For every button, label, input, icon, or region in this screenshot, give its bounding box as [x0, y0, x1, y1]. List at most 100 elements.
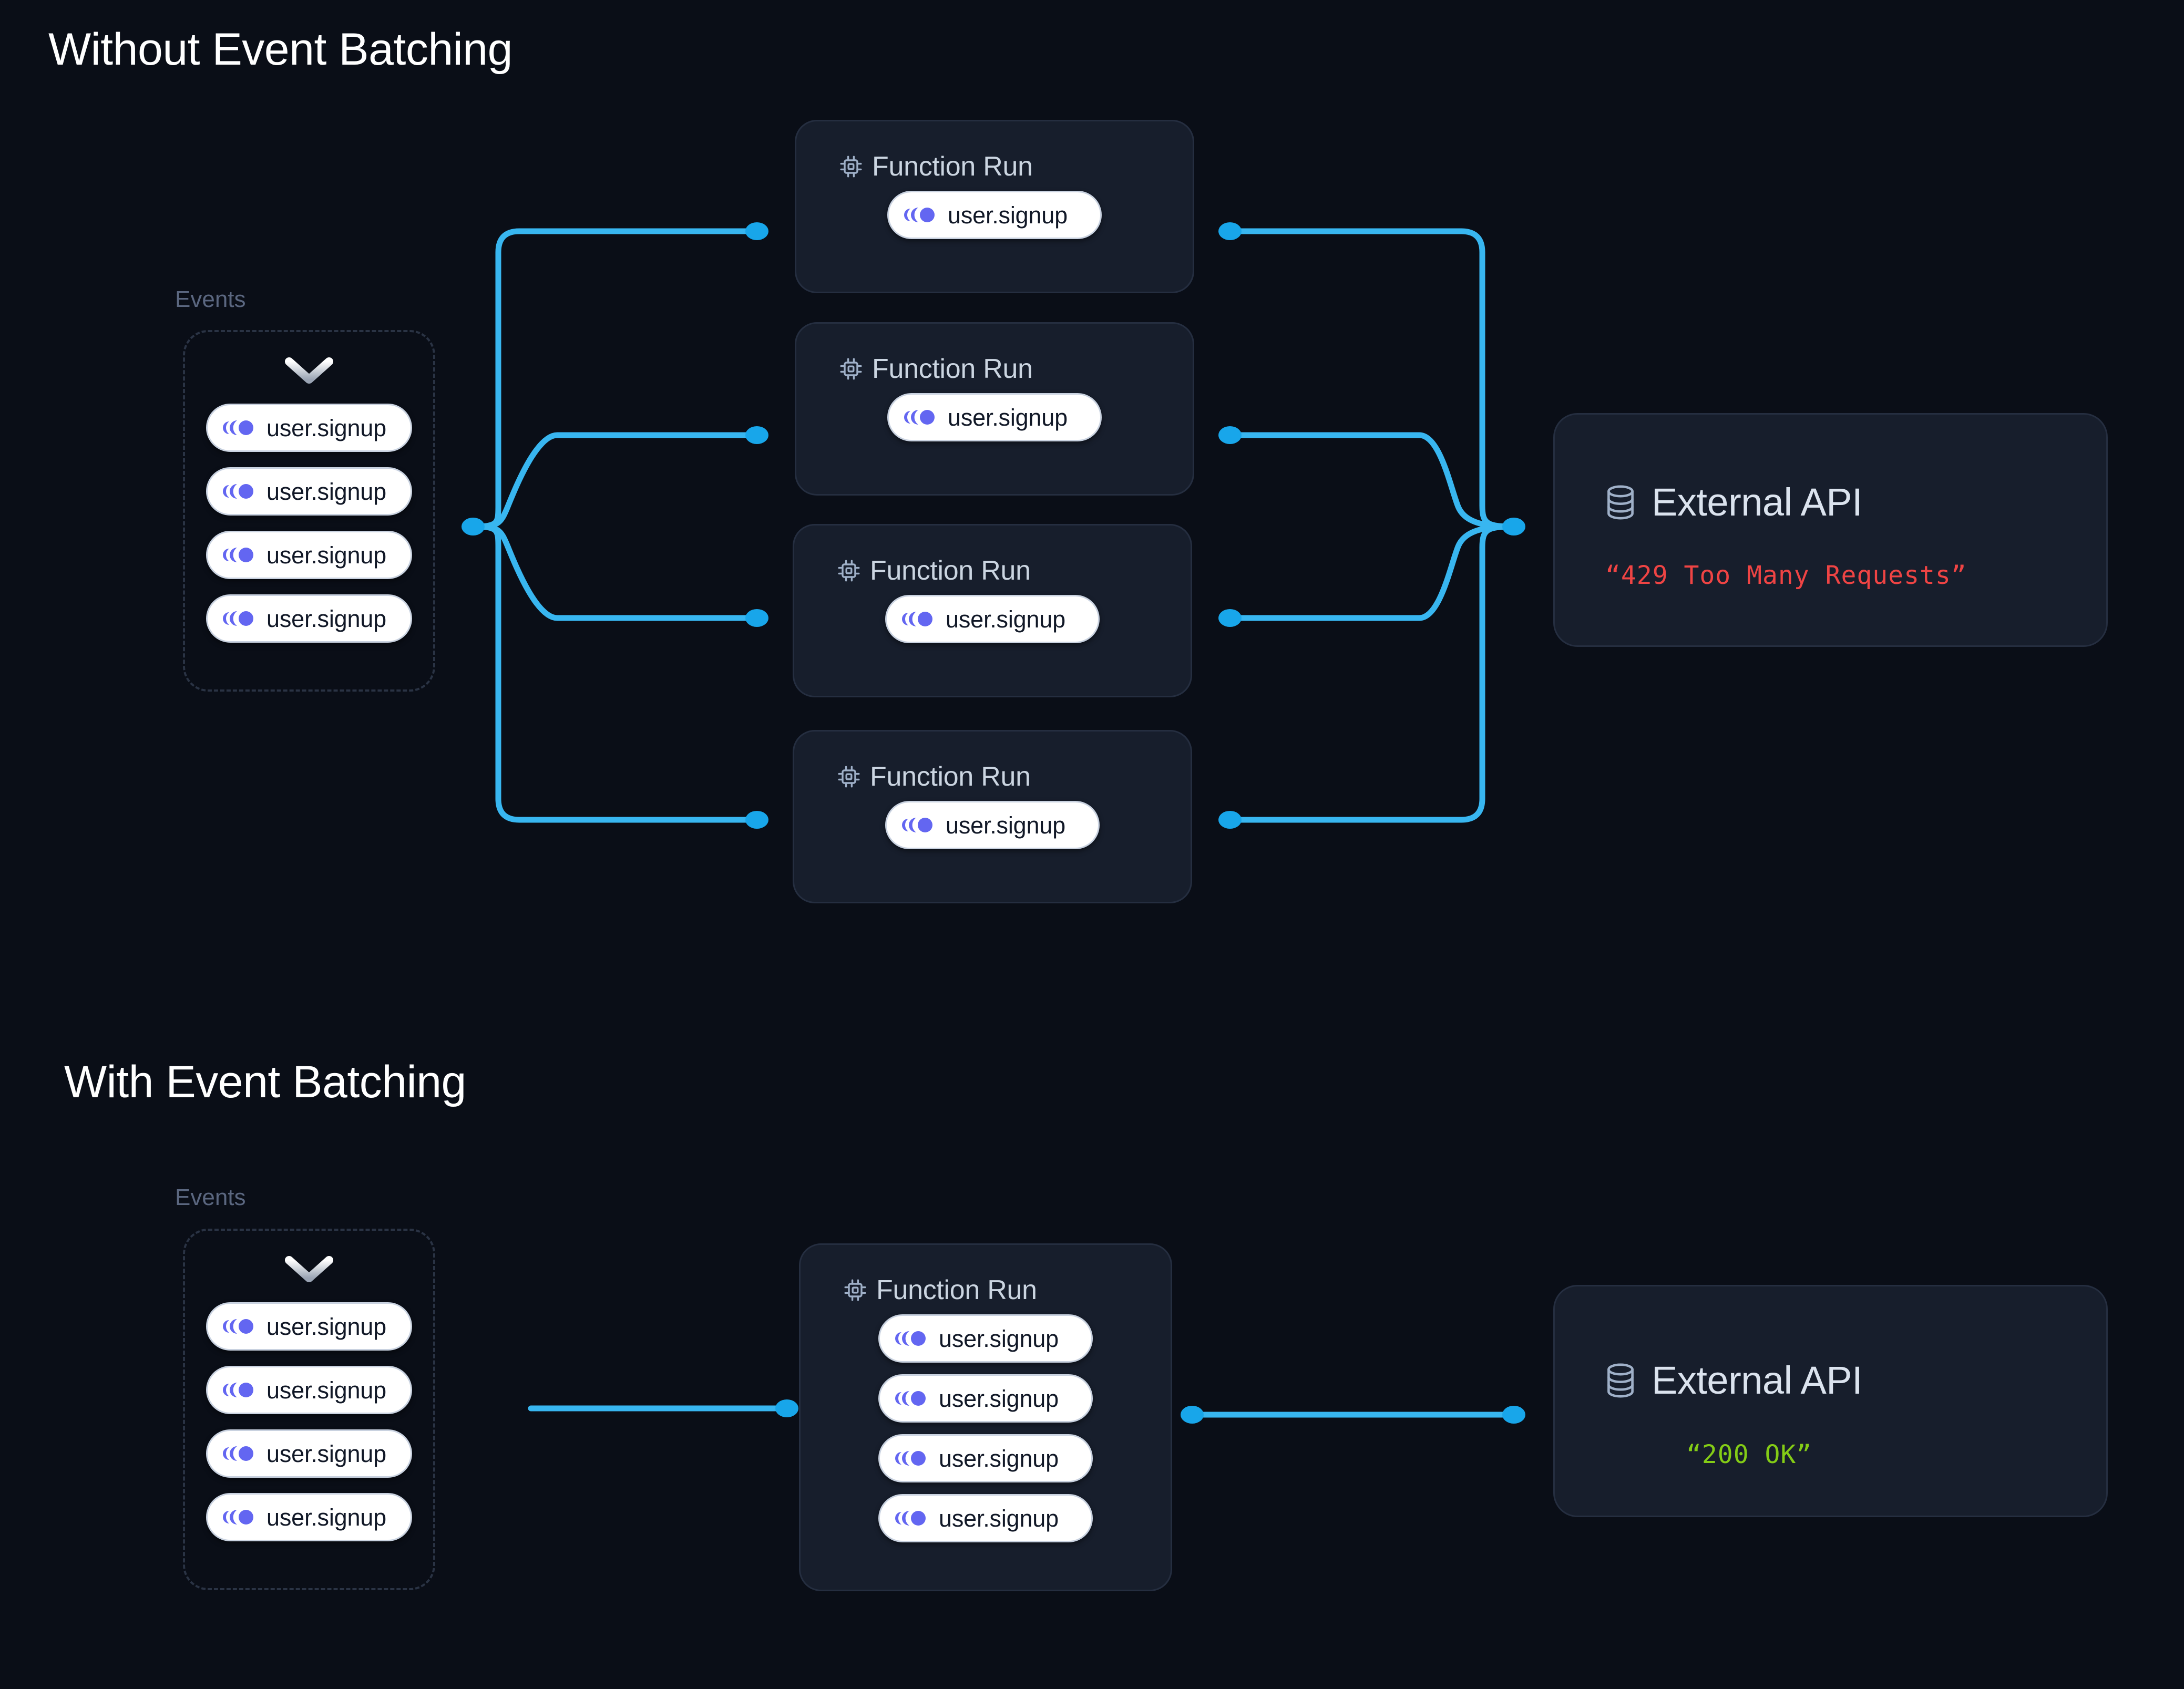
event-pill[interactable]: user.signup — [885, 595, 1100, 643]
event-label: user.signup — [266, 1440, 386, 1467]
wire-node — [745, 811, 768, 829]
event-label: user.signup — [946, 811, 1065, 839]
event-label: user.signup — [948, 404, 1068, 431]
event-pill[interactable]: user.signup — [206, 1493, 412, 1541]
external-api-title: External API — [1652, 1358, 1863, 1402]
event-pill[interactable]: user.signup — [887, 191, 1102, 239]
event-trail-icon — [895, 1508, 927, 1529]
event-pill[interactable]: user.signup — [878, 1434, 1093, 1482]
event-label: user.signup — [939, 1445, 1059, 1472]
function-run-card[interactable]: Function Run user.signup — [793, 730, 1192, 903]
function-run-title: Function Run — [876, 1275, 1037, 1305]
function-run-header: Function Run — [838, 151, 1033, 182]
external-api-header: External API — [1603, 1358, 1863, 1403]
function-run-title: Function Run — [872, 151, 1033, 182]
event-trail-icon — [222, 1379, 255, 1400]
function-run-header: Function Run — [836, 555, 1031, 586]
function-run-title: Function Run — [870, 761, 1031, 792]
event-trail-icon — [895, 1448, 927, 1469]
function-run-body: user.signup — [794, 595, 1191, 643]
chevron-down-icon — [285, 356, 333, 385]
event-label: user.signup — [266, 1376, 386, 1404]
event-pill[interactable]: user.signup — [206, 1366, 412, 1414]
function-run-card-batched[interactable]: Function Run user.signup user.signup use… — [799, 1243, 1172, 1591]
events-group-with: user.signup user.signup user.signup user… — [183, 1229, 435, 1590]
wire-node — [1218, 222, 1242, 240]
events-caption-with: Events — [175, 1185, 246, 1210]
event-trail-icon — [904, 204, 936, 225]
event-label: user.signup — [948, 201, 1068, 229]
cpu-icon — [843, 1278, 868, 1303]
event-label: user.signup — [939, 1385, 1059, 1412]
external-api-card[interactable]: External API “429 Too Many Requests” — [1553, 413, 2108, 647]
event-label: user.signup — [939, 1505, 1059, 1532]
event-trail-icon — [904, 407, 936, 428]
event-label: user.signup — [266, 478, 386, 505]
event-pill[interactable]: user.signup — [206, 594, 412, 643]
wire-node — [1502, 518, 1525, 535]
event-pill[interactable]: user.signup — [206, 467, 412, 516]
wire-node — [745, 222, 768, 240]
event-trail-icon — [222, 608, 255, 629]
event-pill[interactable]: user.signup — [206, 1429, 412, 1478]
wire-node — [1218, 609, 1242, 627]
external-api-title: External API — [1652, 480, 1863, 524]
event-label: user.signup — [266, 1503, 386, 1531]
event-label: user.signup — [939, 1325, 1059, 1352]
wire-node — [1218, 426, 1242, 444]
wire-node — [1502, 1406, 1525, 1424]
event-label: user.signup — [266, 605, 386, 632]
event-trail-icon — [222, 544, 255, 565]
event-trail-icon — [895, 1388, 927, 1409]
event-label: user.signup — [266, 414, 386, 441]
external-api-status: “200 OK” — [1686, 1440, 1812, 1469]
function-run-body: user.signup — [794, 801, 1191, 849]
event-pill[interactable]: user.signup — [885, 801, 1100, 849]
function-run-title: Function Run — [872, 354, 1033, 384]
wire-node — [1218, 811, 1242, 829]
event-trail-icon — [222, 417, 255, 438]
wire-node — [1181, 1406, 1204, 1424]
events-group-without: user.signup user.signup user.signup user… — [183, 330, 435, 692]
external-api-status: “429 Too Many Requests” — [1605, 561, 1967, 590]
event-trail-icon — [222, 1316, 255, 1337]
cpu-icon — [838, 356, 864, 382]
event-trail-icon — [901, 609, 934, 630]
database-icon — [1603, 484, 1638, 521]
event-pill[interactable]: user.signup — [206, 1302, 412, 1351]
cpu-icon — [836, 558, 862, 583]
wire-node — [775, 1399, 798, 1417]
event-pill[interactable]: user.signup — [878, 1314, 1093, 1363]
event-pill[interactable]: user.signup — [206, 404, 412, 452]
event-trail-icon — [901, 815, 934, 836]
wire-node — [745, 426, 768, 444]
event-trail-icon — [895, 1328, 927, 1349]
function-run-header: Function Run — [838, 353, 1033, 385]
section-title-with: With Event Batching — [64, 1057, 466, 1107]
function-run-body: user.signup — [796, 393, 1193, 441]
section-title-without: Without Event Batching — [48, 24, 512, 75]
event-label: user.signup — [266, 1313, 386, 1340]
function-run-title: Function Run — [870, 555, 1031, 586]
event-label: user.signup — [946, 605, 1065, 633]
event-trail-icon — [222, 1443, 255, 1464]
function-run-body: user.signup user.signup user.signup user… — [801, 1314, 1171, 1542]
external-api-card[interactable]: External API “200 OK” — [1553, 1285, 2108, 1517]
events-caption-without: Events — [175, 286, 246, 312]
event-label: user.signup — [266, 541, 386, 569]
function-run-header: Function Run — [836, 761, 1031, 792]
function-run-card[interactable]: Function Run user.signup — [795, 322, 1194, 496]
event-pill[interactable]: user.signup — [878, 1494, 1093, 1542]
external-api-header: External API — [1603, 480, 1863, 524]
function-run-card[interactable]: Function Run user.signup — [793, 524, 1192, 697]
event-pill[interactable]: user.signup — [206, 531, 412, 579]
function-run-header: Function Run — [843, 1274, 1037, 1306]
event-trail-icon — [222, 481, 255, 502]
event-pill[interactable]: user.signup — [878, 1374, 1093, 1423]
event-trail-icon — [222, 1507, 255, 1528]
function-run-card[interactable]: Function Run user.signup — [795, 120, 1194, 293]
wire-node — [462, 518, 485, 535]
event-pill[interactable]: user.signup — [887, 393, 1102, 441]
cpu-icon — [836, 764, 862, 789]
